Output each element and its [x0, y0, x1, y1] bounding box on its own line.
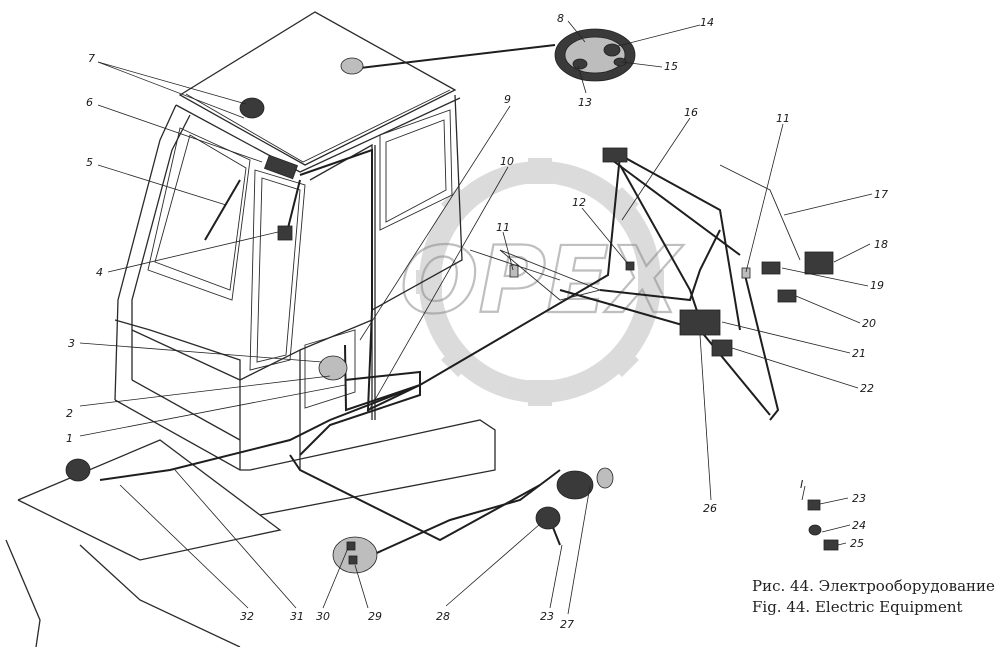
callout-23-b: 23 — [540, 610, 554, 623]
unit-21 — [679, 309, 721, 336]
lamp-15-part — [613, 57, 627, 67]
callout-29: 29 — [368, 610, 382, 623]
ground-platform — [5, 419, 496, 648]
callout-I: I — [800, 478, 803, 491]
switch-11-a — [509, 264, 519, 278]
wiper-blade-5 — [204, 179, 241, 241]
callout-18: 18 — [874, 238, 888, 251]
roof-lamp-base — [340, 57, 364, 75]
callout-13: 13 — [578, 96, 592, 109]
callout-12: 12 — [572, 196, 586, 209]
cab-lamp-7 — [239, 97, 265, 119]
callout-8: 8 — [557, 12, 564, 25]
callout-11-a: 11 — [496, 221, 510, 234]
callout-26: 26 — [703, 502, 717, 515]
wiper-motor-6 — [263, 154, 299, 180]
callout-22: 22 — [860, 382, 874, 395]
callout-30: 30 — [316, 610, 330, 623]
switch-30 — [346, 541, 356, 551]
callout-19: 19 — [870, 279, 884, 292]
callout-3: 3 — [68, 337, 75, 350]
callout-15: 15 — [664, 60, 678, 73]
callout-7: 7 — [88, 52, 95, 65]
callout-20: 20 — [862, 317, 876, 330]
callout-24: 24 — [852, 519, 866, 532]
switch-29 — [348, 555, 358, 565]
relay-16 — [602, 147, 628, 163]
callout-9: 9 — [504, 93, 511, 106]
callout-21: 21 — [852, 347, 866, 360]
horn-27 — [556, 470, 594, 500]
callout-28: 28 — [436, 610, 450, 623]
block-18 — [804, 251, 834, 275]
switch-plate-29-30 — [332, 536, 378, 574]
fuse-12 — [625, 261, 635, 271]
bulb-23-detail — [807, 499, 821, 511]
panel-lamp-3 — [318, 355, 348, 381]
callout-17: 17 — [874, 188, 888, 201]
callout-10: 10 — [500, 155, 514, 168]
callout-4: 4 — [96, 266, 103, 279]
watermark-text: OPEX — [400, 227, 683, 334]
components — [65, 28, 839, 574]
callout-2: 2 — [66, 407, 73, 420]
bulb-25 — [823, 539, 839, 551]
switch-4 — [277, 225, 293, 241]
callout-32: 32 — [240, 610, 254, 623]
lamp-14-switch — [603, 43, 621, 57]
callout-11-b: 11 — [776, 112, 790, 125]
callout-27: 27 — [560, 618, 574, 631]
ring-24 — [808, 524, 822, 536]
callout-23-a: 23 — [852, 492, 866, 505]
wiring-harness — [99, 44, 801, 566]
callout-6: 6 — [86, 96, 93, 109]
callout-numbers: 7 6 5 4 3 2 1 8 14 15 13 9 10 11 12 16 1… — [66, 12, 888, 631]
unit-22 — [711, 339, 733, 357]
headlamp-28 — [535, 506, 561, 530]
caption-russian: Рис. 44. Электрооборудование — [752, 577, 995, 595]
callout-14: 14 — [700, 16, 714, 29]
callout-1: 1 — [66, 432, 73, 445]
lamp-13-part — [572, 58, 588, 70]
watermark-gear — [416, 158, 664, 406]
connector-19 — [761, 261, 781, 275]
caption-english: Fig. 44. Electric Equipment — [752, 598, 963, 616]
figure-caption: Рис. 44. Электрооборудование Fig. 44. El… — [752, 576, 995, 618]
callout-16: 16 — [684, 106, 698, 119]
switch-11-b — [741, 267, 751, 279]
callout-25: 25 — [850, 537, 864, 550]
leader-lines — [79, 20, 873, 615]
horn-27-bell — [596, 467, 614, 489]
callout-5: 5 — [86, 156, 93, 169]
plug-20 — [777, 289, 797, 303]
operator-cab — [114, 11, 463, 471]
callout-31: 31 — [290, 610, 304, 623]
headlamp-left — [65, 458, 91, 482]
lever-11 — [469, 249, 561, 281]
